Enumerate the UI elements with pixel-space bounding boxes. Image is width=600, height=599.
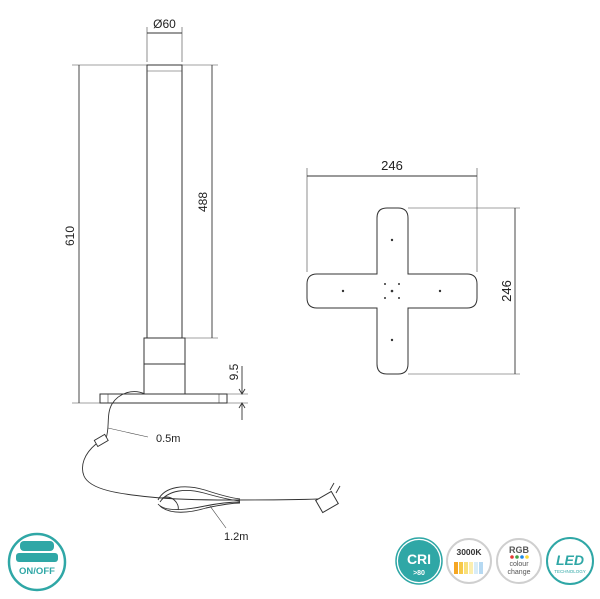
center-hole [390, 289, 394, 293]
cable-coil-1 [157, 486, 241, 501]
long-cable-label: 1.2m [224, 531, 248, 543]
lamp-tube [146, 64, 183, 339]
cable-lower [82, 443, 319, 501]
lamp-base-plate [99, 393, 228, 404]
total-height-label: 610 [63, 226, 77, 246]
cable-upper [105, 391, 146, 439]
rgb-line2: change [508, 569, 531, 576]
front-view: Ø60 610 488 9.5 [63, 17, 341, 543]
base-height-label: 9.5 [227, 363, 241, 380]
cct-badge: 3000K [446, 538, 492, 584]
lamp-collar [143, 363, 186, 395]
led-badge: LED TECHNOLOGY [546, 537, 594, 585]
inline-switch [93, 433, 109, 448]
cct-label: 3000K [456, 547, 482, 557]
tube-height-label: 488 [196, 192, 210, 212]
rgb-line1: colour [509, 561, 529, 568]
screw-hole [390, 238, 394, 242]
lamp-stem [143, 337, 186, 365]
switch-icon [20, 541, 54, 551]
long-cable-leader [209, 505, 227, 529]
onoff-label: ON/OFF [19, 566, 55, 577]
screw-hole [390, 338, 394, 342]
cri-label: CRI [407, 551, 431, 567]
cri-sub: >80 [413, 570, 425, 577]
screw-hole [438, 289, 442, 293]
diameter-label: Ø60 [153, 17, 176, 31]
rgb-label: RGB [509, 545, 530, 555]
short-cable-leader [107, 427, 149, 438]
led-sub: TECHNOLOGY [554, 569, 586, 574]
power-plug [315, 490, 339, 514]
top-view: 246 246 [306, 158, 520, 375]
led-label: LED [556, 552, 584, 568]
width-label: 246 [381, 158, 403, 173]
rgb-badge: RGB colour change [496, 538, 542, 584]
screw-hole [341, 289, 345, 293]
short-cable-label: 0.5m [156, 433, 180, 445]
onoff-badge: ON/OFF [7, 532, 67, 592]
cri-badge: CRI >80 [395, 537, 443, 585]
depth-label: 246 [499, 280, 514, 302]
